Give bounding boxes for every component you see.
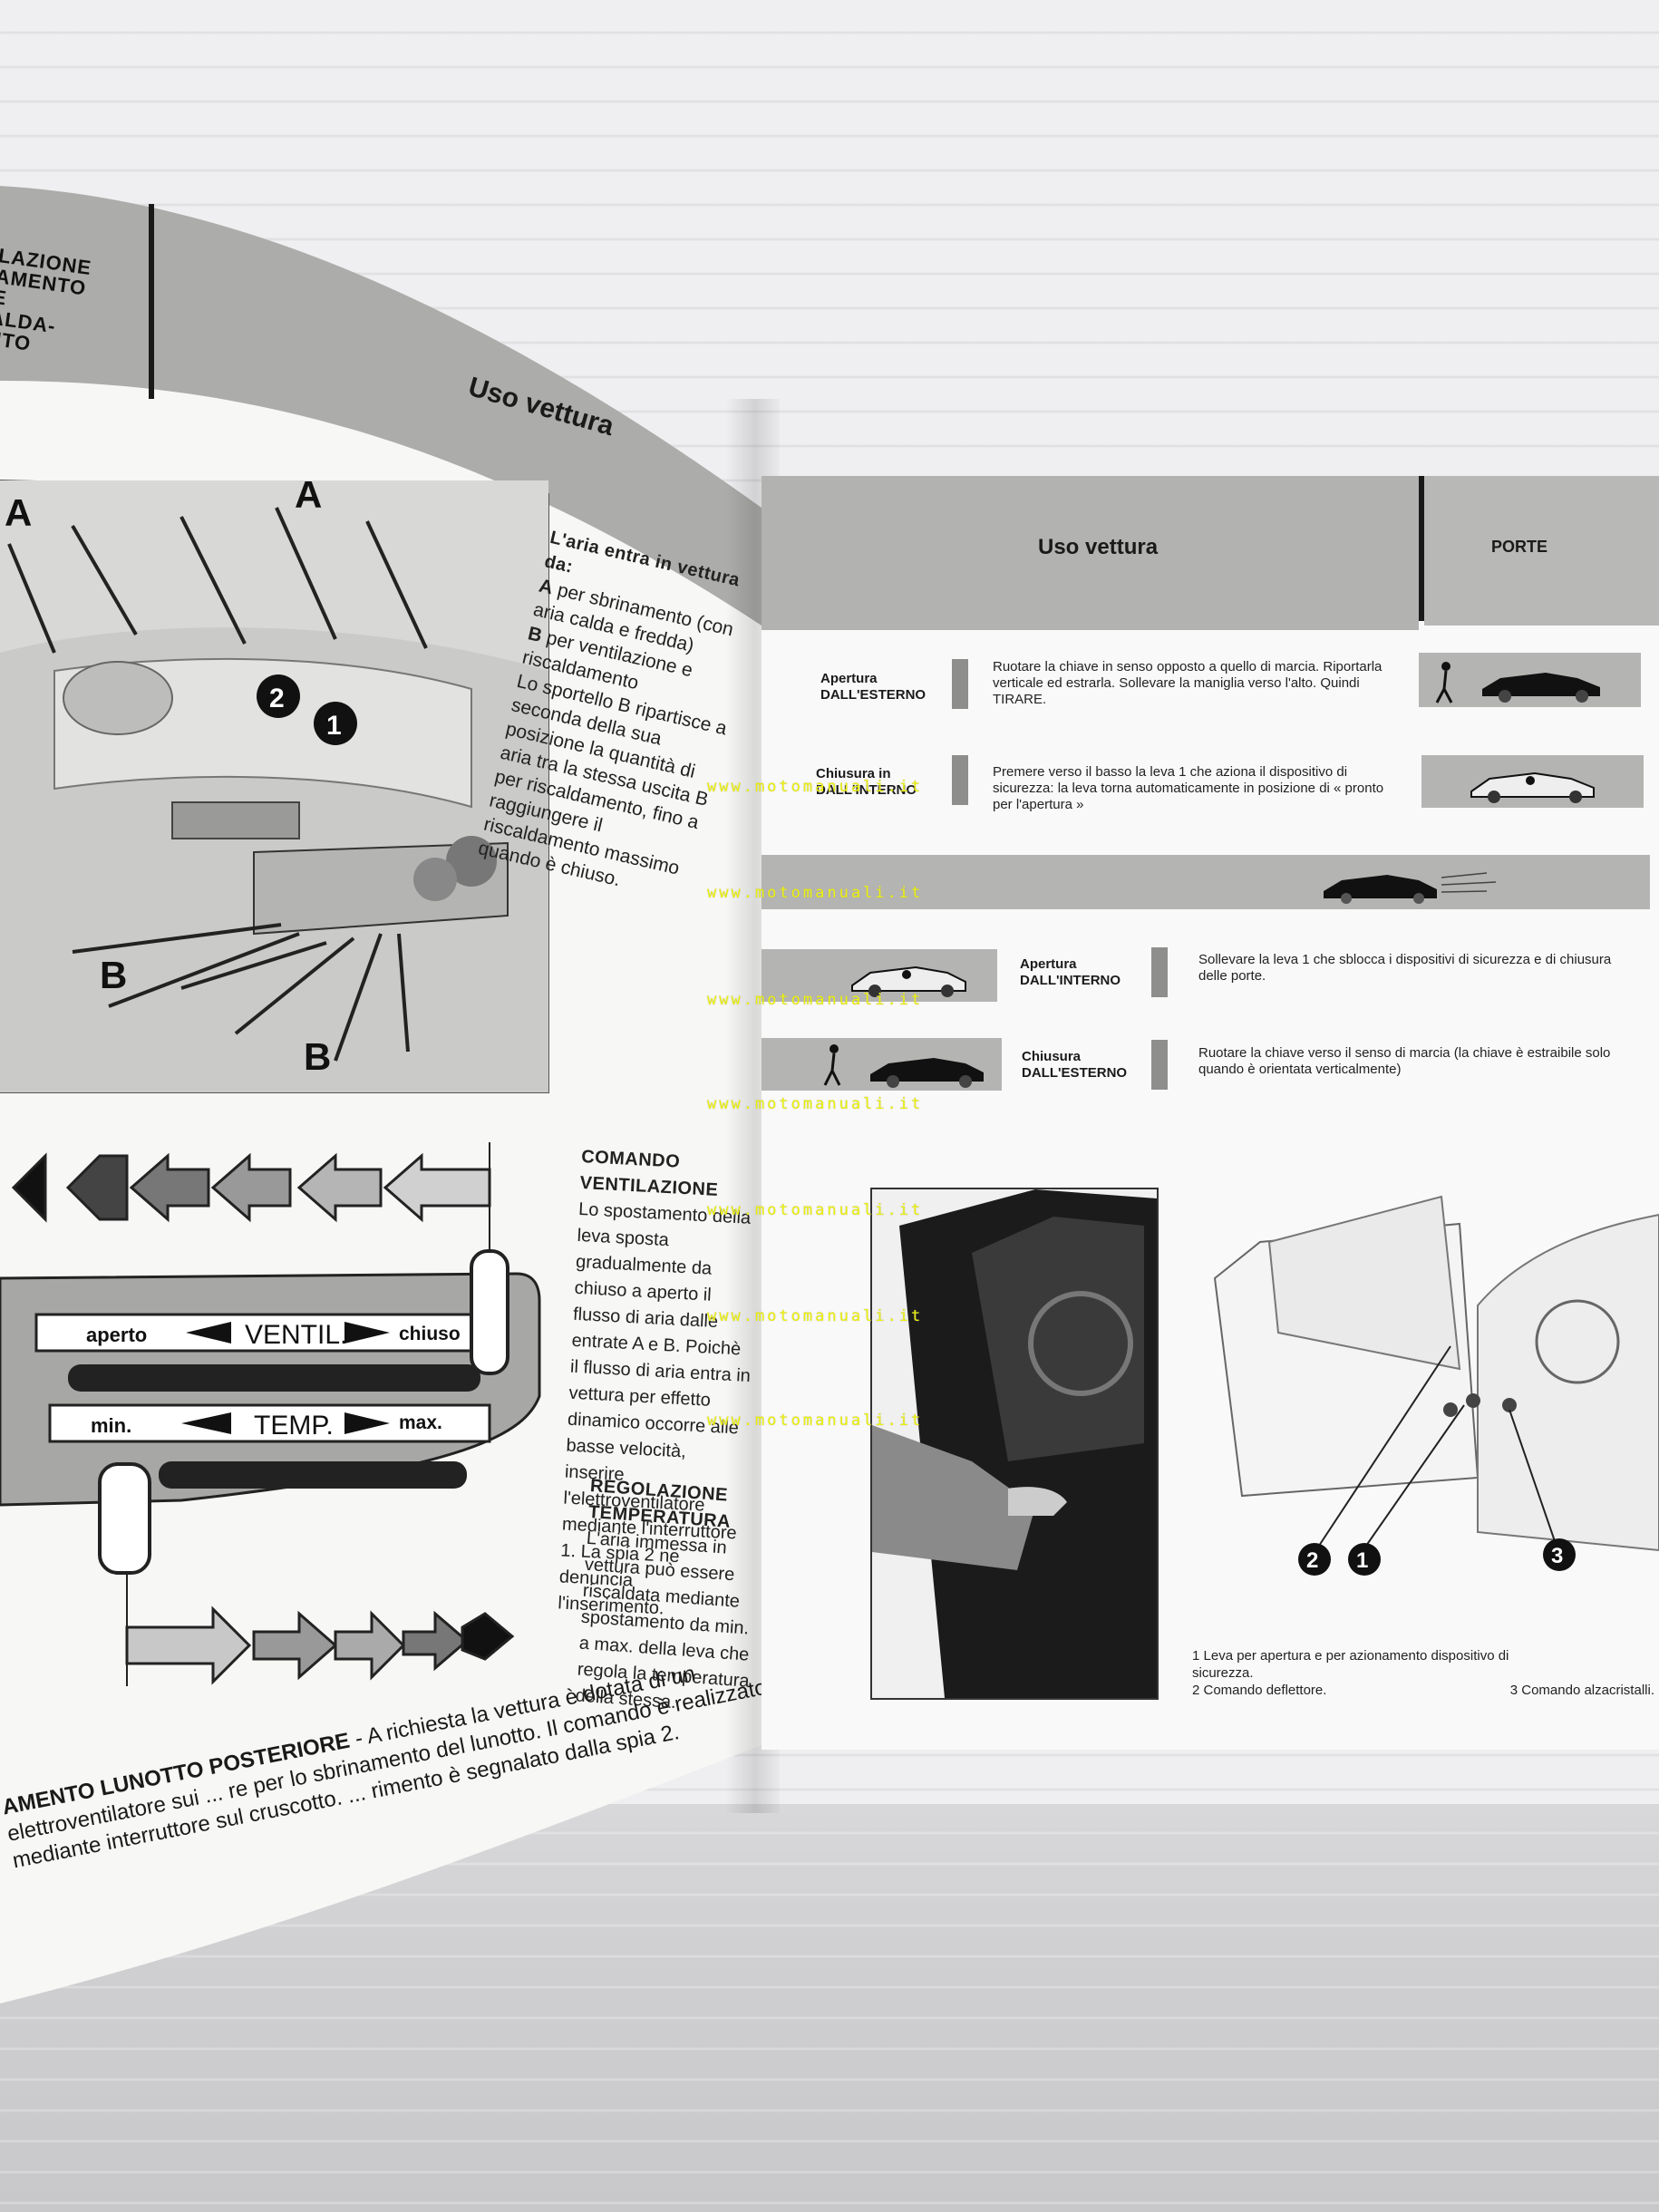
figure-caption: 1 Leva per apertura e per azionamento di… <box>1192 1647 1654 1699</box>
row3-car-figure <box>762 949 997 1002</box>
row2-marker <box>952 755 968 805</box>
row1-marker <box>952 659 968 709</box>
callout-2: 2 <box>269 684 285 713</box>
watermark: www.motomanuali.it <box>707 991 924 1009</box>
caption-item-1: 1 Leva per apertura e per azionamento di… <box>1192 1648 1509 1681</box>
label-b-left: B <box>100 954 127 996</box>
left-header-rule <box>149 204 154 399</box>
watermark: www.motomanuali.it <box>707 778 924 796</box>
callout-1: 1 <box>326 711 342 741</box>
label-b-right: B <box>304 1035 331 1078</box>
right-header-rule <box>1419 476 1424 621</box>
row2-label: Chiusura in DALL'INTERNO <box>816 766 917 799</box>
row4-label-bottom: DALL'ESTERNO <box>1022 1065 1128 1081</box>
row1-label: Apertura DALL'ESTERNO <box>820 671 926 703</box>
door-handle-photo <box>870 1188 1159 1700</box>
row1-label-top: Apertura <box>820 671 878 686</box>
right-section-label: PORTE <box>1491 538 1548 556</box>
row3-marker <box>1151 947 1168 997</box>
left-arrows <box>11 1152 491 1223</box>
row3-label-bottom: DALL'INTERNO <box>1020 973 1121 988</box>
row1-label-bottom: DALL'ESTERNO <box>820 687 927 703</box>
control-panel-illustration: aperto VENTIL. chiuso min. TEMP. max. <box>0 1142 541 1686</box>
row3-label: Apertura DALL'INTERNO <box>1020 956 1121 989</box>
watermark: www.motomanuali.it <box>707 1201 924 1219</box>
driving-band <box>762 855 1650 909</box>
right-arrows <box>125 1606 515 1685</box>
vent-label: VENTIL. <box>245 1320 347 1350</box>
diagram-callout-2: 2 <box>1306 1548 1318 1573</box>
car-icon <box>851 965 966 997</box>
row4-marker <box>1151 1040 1168 1090</box>
label-a-right: A <box>295 480 322 516</box>
row2-label-top: Chiusura in <box>816 766 891 781</box>
row1-car-figure <box>1419 653 1641 707</box>
temp-label: TEMP. <box>254 1411 334 1441</box>
right-header-section-box <box>1424 476 1659 626</box>
label-a-left: A <box>5 491 32 534</box>
watermark: www.motomanuali.it <box>707 1307 924 1325</box>
dashboard-illustration: A A B B 1 2 <box>0 480 548 1092</box>
diagram-callout-3: 3 <box>1551 1544 1563 1568</box>
caption-item-2: 2 Comando deflettore. <box>1192 1683 1327 1698</box>
right-header-band <box>762 476 1419 630</box>
watermark: www.motomanuali.it <box>707 884 924 902</box>
car-icon <box>1470 771 1595 803</box>
row2-label-bottom: DALL'INTERNO <box>816 782 917 798</box>
row4-label: Chiusura DALL'ESTERNO <box>1022 1049 1127 1082</box>
door-diagram: 2 1 3 <box>1213 1195 1659 1576</box>
diagram-callout-1: 1 <box>1356 1548 1368 1573</box>
right-page-title: Uso vettura <box>1038 535 1159 559</box>
row4-car-figure <box>762 1038 1002 1091</box>
watermark: www.motomanuali.it <box>707 1412 924 1430</box>
photo-detail <box>872 1189 1157 1698</box>
row3-label-top: Apertura <box>1020 956 1077 972</box>
right-page: Uso vettura PORTE Apertura DALL'ESTERNO … <box>762 476 1659 1750</box>
car-icon <box>823 1044 984 1088</box>
row4-text: Ruotare la chiave verso il senso di marc… <box>1198 1045 1611 1077</box>
row3-text: Sollevare la leva 1 che sblocca i dispos… <box>1198 952 1612 984</box>
watermark: www.motomanuali.it <box>707 1095 924 1113</box>
temp-min-label: min. <box>91 1414 131 1437</box>
left-section-label: LAZIONE AMENTO E ALDA- NTO <box>0 244 93 355</box>
row2-car-figure <box>1421 755 1644 808</box>
caption-item-3: 3 Comando alzacristalli. <box>1509 1683 1654 1698</box>
car-icon <box>1435 662 1600 703</box>
moving-car-icon <box>1324 872 1497 904</box>
row2-text: Premere verso il basso la leva 1 che azi… <box>993 764 1384 812</box>
vent-closed-label: chiuso <box>399 1324 461 1344</box>
row1-text: Ruotare la chiave in senso opposto a que… <box>993 659 1382 707</box>
row4-label-top: Chiusura <box>1022 1049 1082 1064</box>
temp-max-label: max. <box>399 1412 442 1433</box>
vent-open-label: aperto <box>86 1324 147 1346</box>
